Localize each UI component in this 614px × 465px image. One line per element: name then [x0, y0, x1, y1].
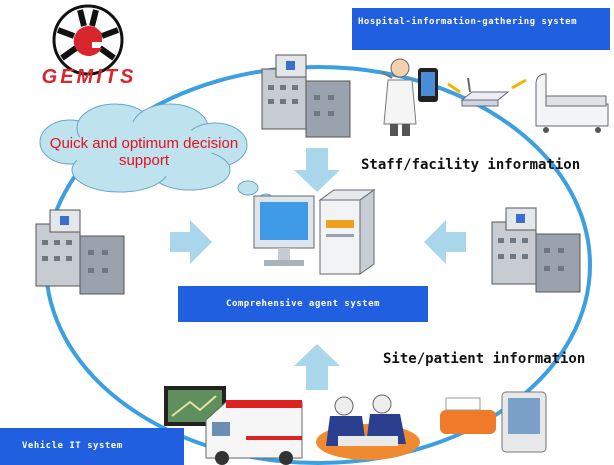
hospital-building-icon: [491, 207, 581, 293]
arrow-right: [170, 220, 212, 264]
computer-monitor-icon: [253, 195, 315, 266]
rescue-workers-icon: [316, 394, 420, 460]
ambulance-icon: [205, 400, 303, 465]
hospital-bed-icon: [535, 73, 609, 133]
arrow-left: [424, 220, 466, 264]
decision-support-text: Quick and optimum decision support: [49, 135, 239, 169]
wireless-router-icon: [447, 77, 527, 107]
server-icon: [318, 189, 376, 275]
hospital-system-label: Hospital-information-gathering system: [352, 8, 610, 50]
logo-wordmark: GEMITS: [41, 66, 137, 88]
arrow-down: [294, 148, 340, 192]
agent-system-label: Comprehensive agent system: [178, 286, 428, 322]
mobile-device-icon: [440, 391, 547, 453]
hospital-building-icon: [261, 54, 351, 138]
hospital-system-text: Hospital-information-gathering system: [358, 17, 577, 27]
hospital-building-icon: [35, 209, 125, 295]
agent-system-text: Comprehensive agent system: [226, 298, 380, 309]
vehicle-system-text: Vehicle IT system: [22, 441, 123, 451]
site-info-text: Site/patient information: [383, 351, 586, 367]
arrow-up: [294, 344, 340, 390]
smartphone-icon: [418, 68, 438, 102]
vehicle-system-label: Vehicle IT system: [0, 428, 184, 465]
doctor-icon: [381, 58, 417, 136]
gemits-logo-icon: [52, 4, 124, 76]
staff-info-text: Staff/facility information: [361, 157, 581, 173]
thought-cloud: [39, 103, 273, 203]
